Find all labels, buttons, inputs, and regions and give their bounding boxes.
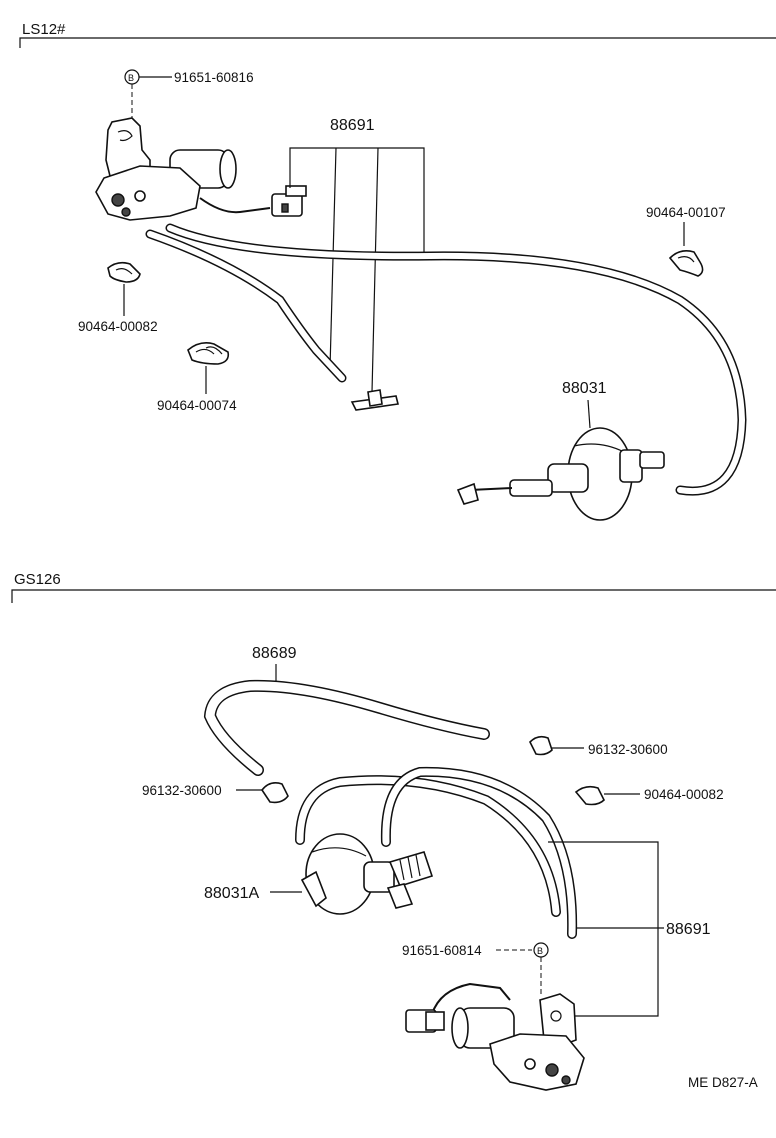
vsv-assembly-top: [95, 117, 307, 221]
label-90464-00082-bottom: 90464-00082: [644, 787, 724, 802]
label-90464-00107: 90464-00107: [646, 205, 726, 220]
actuator-front-housing: [547, 463, 589, 493]
vsv-port-3-top: [121, 207, 131, 217]
label-90464-00074: 90464-00074: [157, 398, 237, 413]
actuator-rod-end: [456, 482, 479, 505]
bolt-b-label-bottom: B: [537, 946, 543, 956]
hose-88689: 88689: [203, 645, 490, 776]
clip-90464-00082-bottom: 90464-00082: [574, 785, 724, 806]
clip-90464-00074: 90464-00074: [157, 342, 237, 413]
vsv-wire-bottom: [431, 982, 511, 1015]
actuator-a-nipple: [300, 870, 327, 908]
actuator-rod: [469, 487, 513, 491]
vsv-port-1-bottom: [545, 1063, 559, 1077]
leader-88691-line-b: [371, 147, 379, 393]
vacuum-actuator-88031A: 88031A: [204, 833, 434, 915]
section-title-gs126: GS126: [14, 571, 61, 588]
vacuum-actuator-88031: 88031: [456, 380, 665, 521]
label-88691-bottom: 88691: [666, 921, 711, 938]
section-divider-gs126: [11, 589, 776, 603]
clip-90464-00082-top-detail: [115, 268, 133, 275]
actuator-a-fitting: [388, 851, 434, 887]
vsv-port-2-top: [134, 190, 146, 202]
hose-88691-bottom-a-fill: [296, 776, 560, 916]
clip-90464-00107-detail: [677, 256, 695, 263]
label-96132-30600-left: 96132-30600: [142, 783, 222, 798]
vsv-bracket-top: [105, 117, 151, 179]
hose-88689-fill: [205, 681, 489, 775]
label-91651-60814: 91651-60814: [402, 943, 482, 958]
tee-joint-stem: [367, 389, 383, 407]
leader-88031: [587, 399, 591, 429]
clip-90464-00074-shape: [187, 342, 230, 365]
hose-88691-bottom-b-fill: [382, 768, 576, 938]
vsv-connector-tab-top: [285, 185, 307, 197]
actuator-a-ring: [311, 847, 367, 857]
vsv-valve-body-bottom: [489, 1033, 585, 1091]
leader-88691-bracket-bottom: [548, 841, 659, 1017]
vsv-connector-pin-top: [281, 203, 289, 213]
section-title-ls12: LS12#: [22, 21, 66, 38]
clip-90464-00074-detail: [195, 346, 223, 355]
vsv-port-1-top: [111, 193, 125, 207]
clip-90464-00082-top: 90464-00082: [78, 261, 158, 334]
vsv-wire-top: [199, 197, 271, 214]
bolt-b-label-top: B: [128, 73, 134, 83]
hose-long-top-fill: [167, 225, 746, 495]
section-divider-ls12: [19, 37, 776, 48]
actuator-a-fitting-ridges: [399, 854, 421, 881]
actuator-a-housing: [363, 861, 395, 893]
clip-96132-30600-right: 96132-30600: [529, 735, 668, 757]
bolt-91651-60816: B 91651-60816: [124, 69, 254, 120]
label-90464-00082-top: 90464-00082: [78, 319, 158, 334]
vsv-motor-cap-top: [219, 149, 237, 189]
leader-88691-bottom: 88691: [548, 841, 711, 1017]
section-gs126: GS126: [11, 571, 776, 603]
actuator-nipple: [639, 451, 665, 469]
clip-90464-00107-shape: [668, 250, 704, 277]
clip-96132-30600-left: 96132-30600: [142, 782, 289, 804]
label-91651-60816: 91651-60816: [174, 70, 254, 85]
vsv-valve-body-top: [95, 165, 201, 221]
tee-joint-top: [350, 389, 399, 411]
leader-88691-bracket-top: [289, 147, 425, 252]
label-88031A: 88031A: [204, 885, 259, 902]
label-88689: 88689: [252, 645, 297, 662]
clip-90464-00107: 90464-00107: [646, 205, 726, 277]
actuator-rod-housing: [509, 479, 553, 497]
vsv-port-2-bottom: [524, 1058, 536, 1070]
label-96132-30600-right: 96132-30600: [588, 742, 668, 757]
vsv-connector-tab-bottom: [425, 1011, 445, 1031]
actuator-diaphragm-ring: [573, 443, 625, 453]
clip-90464-00082-top-shape: [107, 261, 141, 283]
vsv-assembly-bottom: [405, 982, 585, 1091]
label-88691-top: 88691: [330, 117, 375, 134]
bracket-mark-top: [117, 130, 133, 142]
hoses-88691-bottom: [295, 766, 578, 939]
vsv-port-3-bottom: [561, 1075, 571, 1085]
clip-96132-30600-left-shape: [261, 782, 289, 804]
clip-90464-00082-bottom-shape: [574, 785, 605, 806]
diagram-code: ME D827-A: [688, 1075, 758, 1090]
label-88031: 88031: [562, 380, 607, 397]
section-ls12: LS12#: [19, 21, 776, 48]
bolt-91651-60814: 91651-60814 B: [402, 942, 549, 996]
clip-96132-30600-right-shape: [529, 735, 553, 756]
vsv-motor-cap-bottom: [451, 1007, 469, 1049]
hose-short-top-fill: [147, 231, 345, 381]
vsv-bracket-hole: [550, 1010, 562, 1022]
actuator-back-housing: [619, 449, 643, 483]
actuator-a-lower-port: [386, 883, 414, 909]
hoses-top: [145, 223, 747, 496]
